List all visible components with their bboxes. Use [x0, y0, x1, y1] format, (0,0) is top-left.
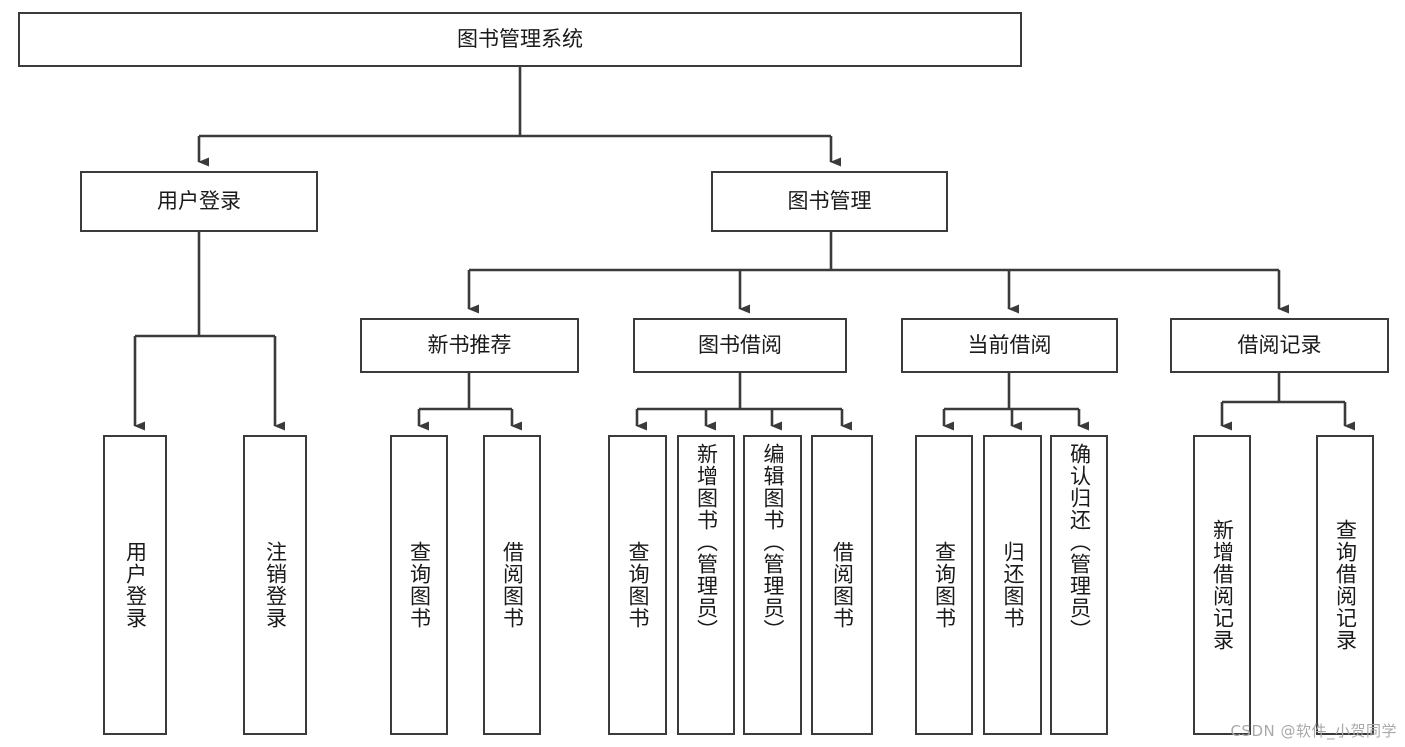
- node-book-management-label: 图书管理: [787, 189, 872, 214]
- node-leaf-confirm-return[interactable]: 确认归还（管理员）: [1050, 435, 1108, 735]
- node-current-borrow-label: 当前借阅: [967, 333, 1052, 358]
- node-borrow-record-label: 借阅记录: [1237, 333, 1322, 358]
- node-leaf-add-book[interactable]: 新增图书（管理员）: [677, 435, 735, 735]
- node-book-management[interactable]: 图书管理: [711, 171, 948, 232]
- node-book-borrow[interactable]: 图书借阅: [633, 318, 847, 373]
- node-new-book-recommend[interactable]: 新书推荐: [360, 318, 579, 373]
- node-leaf-logout[interactable]: 注销登录: [243, 435, 307, 735]
- node-current-borrow[interactable]: 当前借阅: [901, 318, 1118, 373]
- node-leaf-query-book-2-label: 查询图书: [626, 541, 650, 629]
- node-leaf-user-login-label: 用户登录: [123, 541, 148, 629]
- node-leaf-query-record-label: 查询借阅记录: [1333, 519, 1358, 651]
- node-leaf-user-login[interactable]: 用户登录: [103, 435, 167, 735]
- node-leaf-query-record[interactable]: 查询借阅记录: [1316, 435, 1374, 735]
- node-leaf-add-book-label: 新增图书（管理员）: [694, 443, 719, 641]
- node-user-login[interactable]: 用户登录: [80, 171, 318, 232]
- node-user-login-label: 用户登录: [157, 189, 241, 214]
- node-leaf-confirm-return-label: 确认归还（管理员）: [1067, 443, 1092, 641]
- node-leaf-return-book[interactable]: 归还图书: [983, 435, 1042, 735]
- node-leaf-query-book-3[interactable]: 查询图书: [915, 435, 973, 735]
- node-leaf-borrow-book-1-label: 借阅图书: [500, 541, 525, 629]
- csdn-watermark: CSDN @软件_小贺同学: [1230, 722, 1397, 740]
- node-leaf-query-book-1-label: 查询图书: [407, 541, 432, 629]
- node-root[interactable]: 图书管理系统: [18, 12, 1022, 67]
- node-new-book-recommend-label: 新书推荐: [427, 333, 512, 358]
- node-leaf-query-book-3-label: 查询图书: [932, 541, 957, 629]
- node-leaf-query-book-1[interactable]: 查询图书: [390, 435, 448, 735]
- node-book-borrow-label: 图书借阅: [698, 333, 782, 358]
- node-leaf-borrow-book-2[interactable]: 借阅图书: [811, 435, 873, 735]
- node-leaf-return-book-label: 归还图书: [1001, 541, 1025, 629]
- node-leaf-query-book-2[interactable]: 查询图书: [608, 435, 667, 735]
- node-leaf-add-record-label: 新增借阅记录: [1210, 519, 1235, 651]
- node-leaf-borrow-book-1[interactable]: 借阅图书: [483, 435, 541, 735]
- node-leaf-edit-book-label: 编辑图书（管理员）: [761, 443, 785, 641]
- node-borrow-record[interactable]: 借阅记录: [1170, 318, 1389, 373]
- node-leaf-edit-book[interactable]: 编辑图书（管理员）: [743, 435, 802, 735]
- node-leaf-logout-label: 注销登录: [263, 541, 288, 629]
- node-leaf-borrow-book-2-label: 借阅图书: [830, 541, 855, 629]
- node-leaf-add-record[interactable]: 新增借阅记录: [1193, 435, 1251, 735]
- node-root-label: 图书管理系统: [457, 27, 583, 52]
